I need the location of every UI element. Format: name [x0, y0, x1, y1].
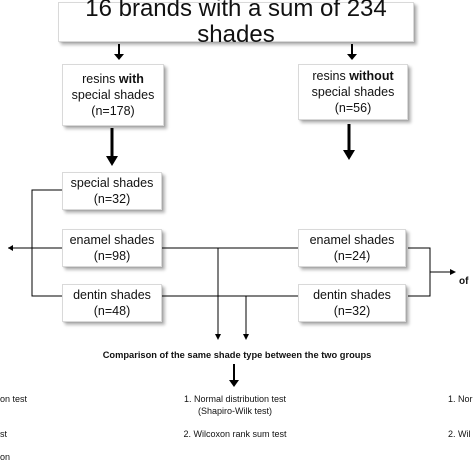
arrowhead-dentin-drop [243, 334, 249, 340]
left-test-1: on test [0, 394, 28, 404]
right-dentin-label: dentin shades [313, 288, 391, 302]
resins-without-line2: special shades [311, 85, 395, 99]
left-enamel-label: enamel shades [69, 233, 155, 247]
right-bracket [408, 247, 431, 297]
right-test-2: 2. Wil [448, 429, 471, 439]
arrowhead-with-to-special [106, 156, 118, 166]
arrowhead-top-to-with [114, 54, 124, 60]
left-test-3: on [0, 452, 11, 462]
comparison-heading: Comparison of the same shade type betwee… [102, 350, 372, 360]
right-test-1: 1. Nor [448, 394, 473, 404]
left-special-count: (n=32) [93, 192, 131, 206]
arrowhead-enamel-drop [215, 334, 221, 340]
resins-with-line1: resins with [82, 72, 144, 86]
right-dentin-count: (n=32) [333, 304, 371, 318]
left-enamel-shades-box: enamel shades (n=98) [62, 229, 162, 267]
right-enamel-count: (n=24) [333, 249, 371, 263]
arrowhead-right-out [450, 269, 456, 275]
arrowhead-top-to-without [347, 54, 357, 60]
resins-without-count: (n=56) [334, 101, 372, 115]
resins-with-line2: special shades [71, 88, 155, 102]
arrowhead-left-out [8, 245, 13, 251]
right-enamel-label: enamel shades [309, 233, 395, 247]
left-dentin-label: dentin shades [73, 288, 151, 302]
resins-without-line1: resins without [312, 69, 394, 83]
arrowhead-without-to-enamel [343, 150, 355, 160]
right-dentin-shades-box: dentin shades (n=32) [298, 284, 406, 322]
arrowhead-comparison-to-tests [229, 380, 239, 387]
left-test-2: st [0, 429, 8, 439]
resins-without-box: resins without special shades (n=56) [298, 64, 408, 120]
right-enamel-shades-box: enamel shades (n=24) [298, 229, 406, 267]
summary-title: 16 brands with a sum of 234 shades [85, 0, 387, 48]
left-special-shades-box: special shades (n=32) [62, 172, 162, 210]
resins-with-count: (n=178) [91, 104, 135, 118]
center-test-2: 2. Wilcoxon rank sum test [183, 429, 287, 439]
resins-with-box: resins with special shades (n=178) [62, 64, 164, 126]
left-special-label: special shades [70, 176, 154, 190]
left-dentin-count: (n=48) [93, 304, 131, 318]
top-summary-box: 16 brands with a sum of 234 shades [58, 0, 414, 48]
left-bracket [31, 189, 62, 297]
center-test-1: 1. Normal distribution test [183, 394, 287, 404]
center-test-1-detail: (Shapiro-Wilk test) [197, 406, 272, 416]
left-dentin-shades-box: dentin shades (n=48) [62, 284, 162, 322]
left-enamel-count: (n=98) [93, 249, 131, 263]
right-edge-label: of [459, 276, 469, 287]
